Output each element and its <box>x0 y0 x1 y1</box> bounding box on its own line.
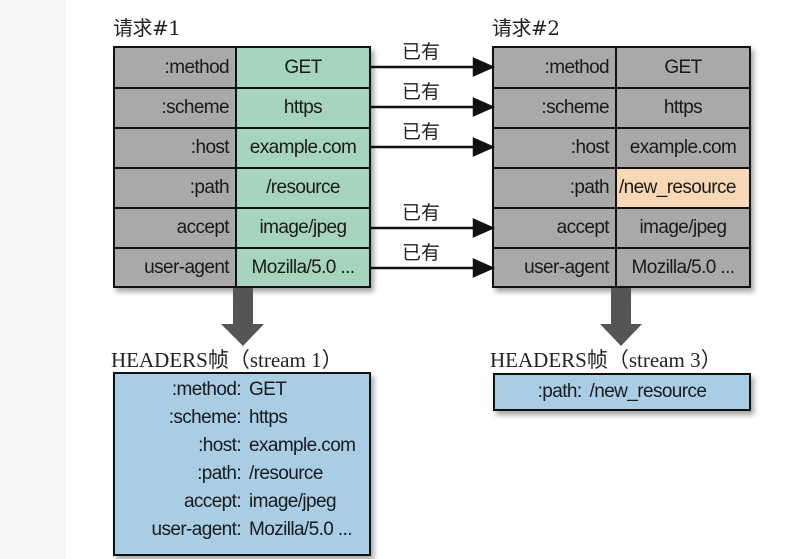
header-key: accept <box>494 207 617 247</box>
table-row-changed: :path /new_resource <box>494 167 749 207</box>
frame-line: user-agent: Mozilla/5.0 ... <box>115 516 352 544</box>
header-key: :method <box>494 48 617 88</box>
request1-table: :method GET :scheme https :host example.… <box>113 46 371 288</box>
arrow-user-agent <box>371 258 496 278</box>
frame-line: accept: image/jpeg <box>115 488 337 516</box>
header-value: example.com <box>237 127 369 167</box>
frame-line: :method: GET <box>115 376 287 404</box>
left-margin-strip <box>0 0 66 559</box>
header-key: :host <box>115 127 237 167</box>
header-value: GET <box>617 48 749 88</box>
table-row: :path /resource <box>115 167 369 207</box>
frame1-box: :method: GET :scheme: https :host: example.… <box>113 372 371 556</box>
frame-key: :path: <box>197 463 242 484</box>
arrow-label: 已有 <box>402 41 441 63</box>
header-key: :host <box>494 127 617 167</box>
header-key: :method <box>115 48 237 88</box>
header-key: :scheme <box>115 87 237 127</box>
arrow-method <box>371 57 496 77</box>
header-key: :path <box>115 167 237 207</box>
table-row: :scheme https <box>115 87 369 127</box>
header-key: :path <box>494 167 617 207</box>
frame-key: :scheme: <box>168 407 242 428</box>
frame-line: :host: example.com <box>115 432 356 460</box>
frame-key: :host: <box>198 435 241 456</box>
frame-line: :path: /new_resource <box>495 378 749 406</box>
header-value: /new_resource <box>617 167 749 207</box>
table-row: user-agent Mozilla/5.0 ... <box>494 247 749 286</box>
frame-value: /new_resource <box>589 381 707 402</box>
header-key: user-agent <box>115 247 237 286</box>
table-row: accept image/jpeg <box>115 207 369 247</box>
table-row: :host example.com <box>115 127 369 167</box>
header-value: example.com <box>617 127 749 167</box>
header-key: user-agent <box>494 247 617 286</box>
request2-table: :method GET :scheme https :host example.… <box>492 46 751 288</box>
header-value: Mozilla/5.0 ... <box>237 247 369 286</box>
frame2-title: HEADERS帧（stream 3） <box>490 348 722 372</box>
frame-key: :method: <box>171 379 242 400</box>
header-value: image/jpeg <box>237 207 369 247</box>
header-value: Mozilla/5.0 ... <box>617 247 749 286</box>
frame-value: example.com <box>249 435 356 456</box>
frame-value: Mozilla/5.0 ... <box>249 519 353 540</box>
arrow-label: 已有 <box>402 121 441 143</box>
table-row: :scheme https <box>494 87 749 127</box>
table-row: :host example.com <box>494 127 749 167</box>
down-arrow-1 <box>221 288 264 346</box>
arrow-host <box>371 137 496 157</box>
header-value: GET <box>237 48 369 88</box>
frame-value: image/jpeg <box>249 491 337 512</box>
table-row: :method GET <box>115 48 369 88</box>
table-row: :method GET <box>494 48 749 88</box>
header-value: https <box>237 87 369 127</box>
arrow-accept <box>371 218 496 238</box>
arrow-label: 已有 <box>402 202 441 224</box>
frame-value: https <box>249 407 288 428</box>
frame-key: :path: <box>537 381 583 402</box>
arrow-label: 已有 <box>402 242 441 264</box>
table-row: accept image/jpeg <box>494 207 749 247</box>
frame-key: accept: <box>183 491 242 512</box>
frame-line: :scheme: https <box>115 404 288 432</box>
table-row: user-agent Mozilla/5.0 ... <box>115 247 369 286</box>
request2-title: 请求#2 <box>492 16 560 40</box>
frame-line: :path: /resource <box>115 460 323 488</box>
header-value: /resource <box>237 167 369 207</box>
frame1-title: HEADERS帧（stream 1） <box>111 348 343 372</box>
frame-value: /resource <box>249 463 323 484</box>
header-key: :scheme <box>494 87 617 127</box>
header-value: https <box>617 87 749 127</box>
header-key: accept <box>115 207 237 247</box>
arrow-scheme <box>371 97 496 117</box>
frame-value: GET <box>249 379 287 400</box>
arrow-label: 已有 <box>402 81 441 103</box>
down-arrow-2 <box>600 288 642 346</box>
header-value: image/jpeg <box>617 207 749 247</box>
frame-key: user-agent: <box>151 519 241 540</box>
request1-title: 请求#1 <box>113 16 181 40</box>
frame2-box: :path: /new_resource <box>493 373 751 411</box>
